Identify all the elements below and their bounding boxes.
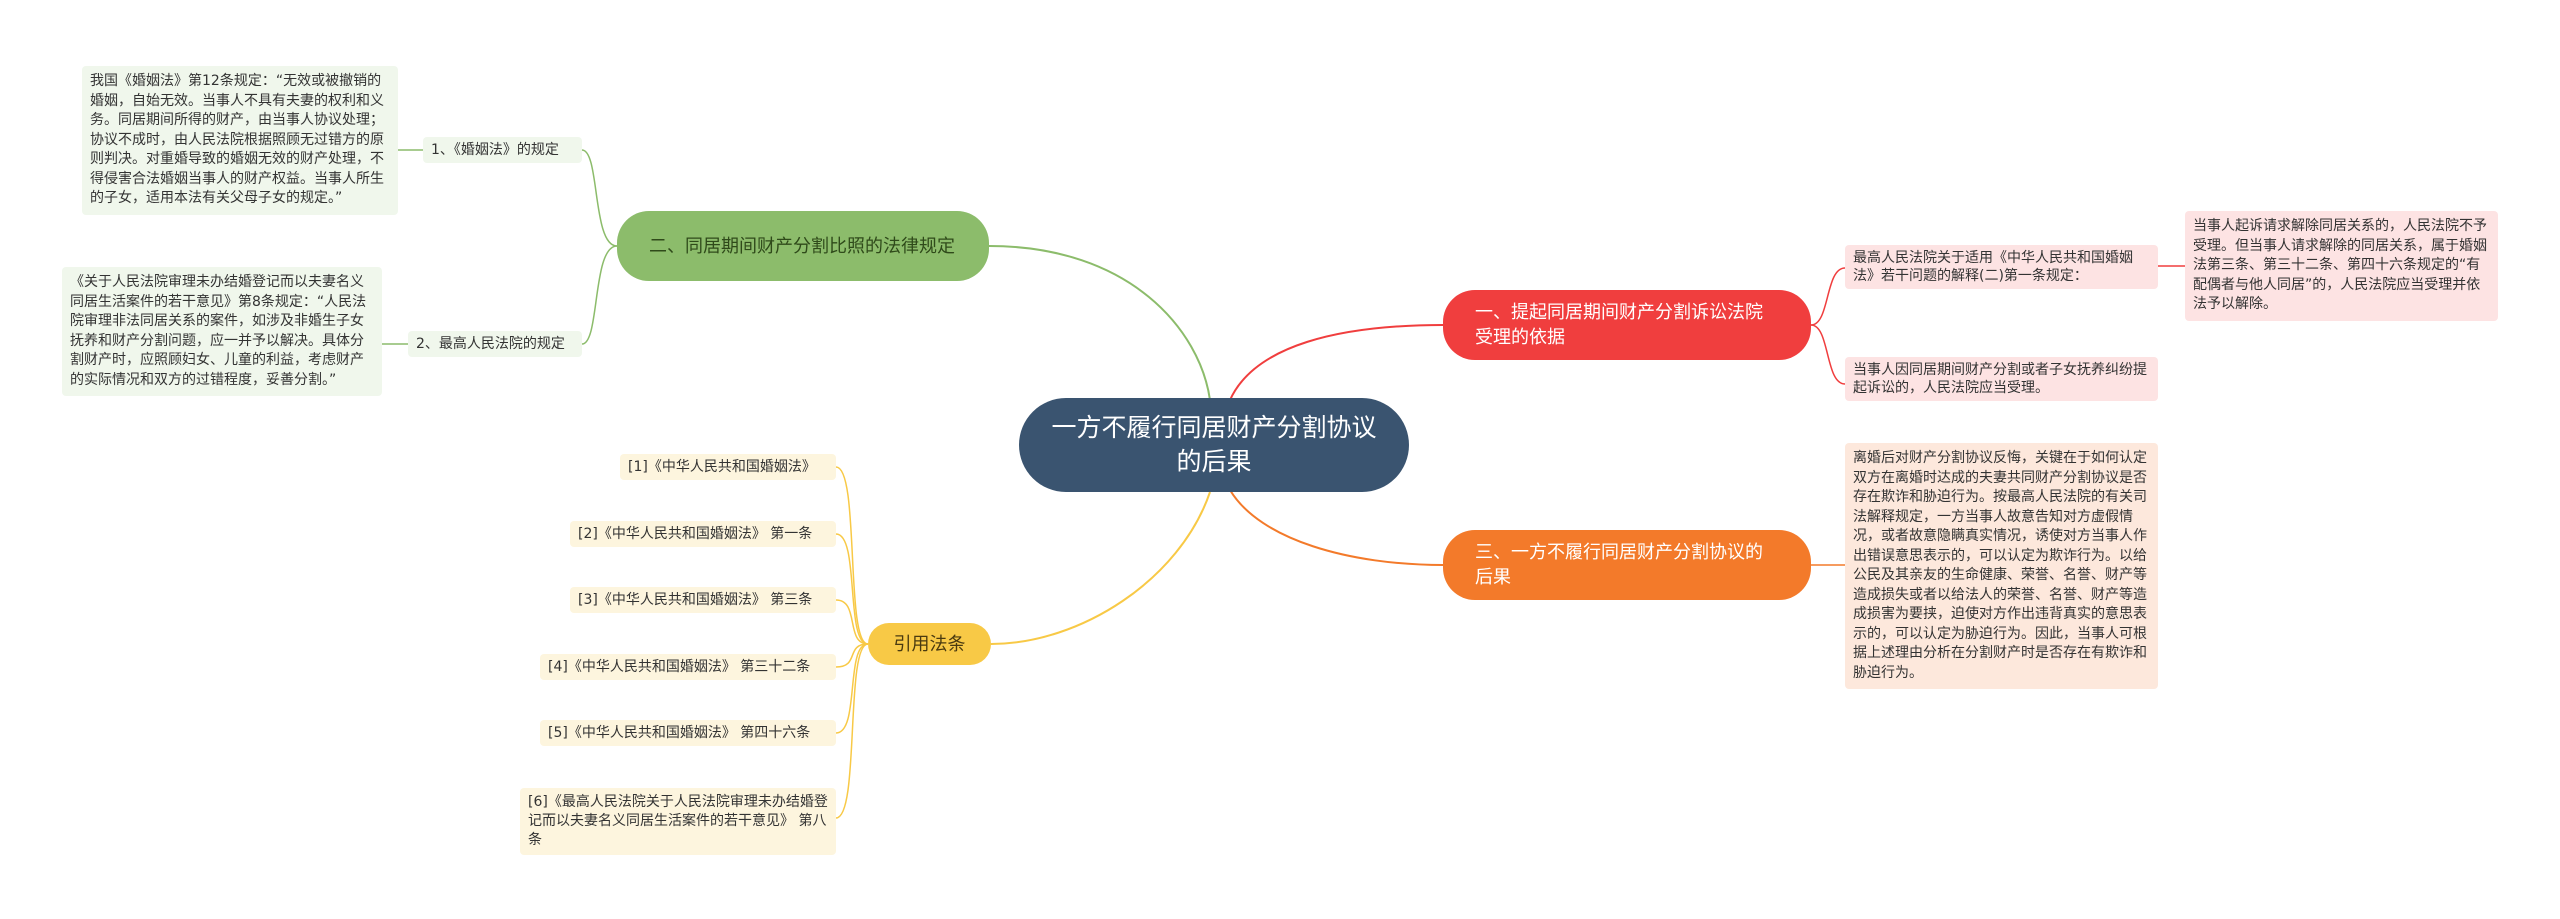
link-b2-c1 [1810,267,1846,326]
citation-item-4[interactable]: [4]《中华人民共和国婚姻法》 第三十二条 [540,654,836,680]
link-b1-c2 [581,245,618,345]
citation-item-3[interactable]: [3]《中华人民共和国婚姻法》 第三条 [570,587,836,613]
link-b4-c4 [835,643,869,668]
link-root-b1 [988,245,1211,401]
branch-node-legal-basis[interactable]: 二、同居期间财产分割比照的法律规定 [617,211,989,281]
link-b2-c2 [1810,324,1846,385]
citation-item-6[interactable]: [6]《最高人民法院关于人民法院审理未办结婚登记而以夫妻名义同居生活案件的若干意… [520,788,836,855]
branch-node-cited-laws[interactable]: 引用法条 [868,623,991,665]
subnode-judicial-interpretation[interactable]: 最高人民法院关于适用《中华人民共和国婚姻法》若干问题的解释(二)第一条规定： [1845,245,2158,289]
link-root-b3 [1229,489,1444,566]
detail-supreme-court-article8: 《关于人民法院审理未办结婚登记而以夫妻名义同居生活案件的若干意见》第8条规定：“… [62,267,382,396]
root-node[interactable]: 一方不履行同居财产分割协议的后果 [1019,398,1409,492]
subnode-marriage-law[interactable]: 1、《婚姻法》的规定 [423,137,582,163]
link-b1-c1 [581,149,618,247]
link-b4-c5 [835,643,869,734]
detail-marriage-law-article12: 我国《婚姻法》第12条规定：“无效或被撤销的婚姻，自始无效。当事人不具有夫妻的权… [82,66,398,215]
link-root-b4 [990,491,1211,645]
citation-item-5[interactable]: [5]《中华人民共和国婚姻法》 第四十六条 [540,720,836,746]
link-b4-c2 [835,533,869,645]
link-b4-c3 [835,599,869,645]
detail-fraud-coercion: 离婚后对财产分割协议反悔，关键在于如何认定双方在离婚时达成的夫妻共同财产分割协议… [1845,443,2158,689]
link-root-b2 [1229,324,1444,401]
citation-item-1[interactable]: [1]《中华人民共和国婚姻法》 [620,454,836,480]
detail-judicial-interpretation: 当事人起诉请求解除同居关系的，人民法院不予受理。但当事人请求解除的同居关系，属于… [2185,211,2498,321]
branch-node-court-acceptance[interactable]: 一、提起同居期间财产分割诉讼法院受理的依据 [1443,290,1811,360]
branch-node-consequences[interactable]: 三、一方不履行同居财产分割协议的后果 [1443,530,1811,600]
link-b4-c1 [835,466,869,645]
citation-item-2[interactable]: [2]《中华人民共和国婚姻法》 第一条 [570,521,836,547]
subnode-property-dispute[interactable]: 当事人因同居期间财产分割或者子女抚养纠纷提起诉讼的，人民法院应当受理。 [1845,357,2158,401]
subnode-supreme-court[interactable]: 2、最高人民法院的规定 [408,331,582,357]
link-b4-c6 [835,643,869,819]
